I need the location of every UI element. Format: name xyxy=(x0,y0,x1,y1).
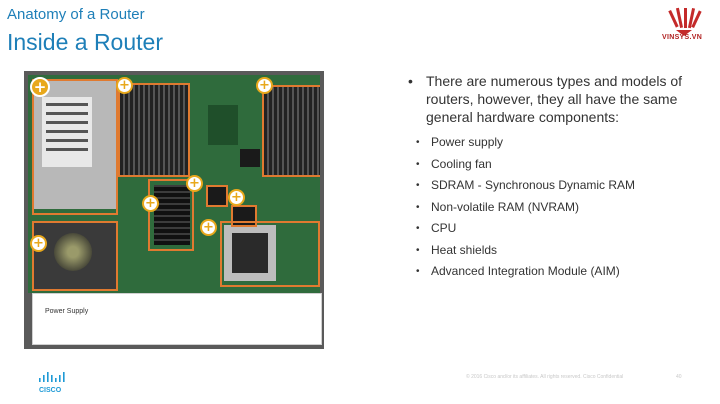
board-chip xyxy=(208,105,238,145)
list-item: SDRAM - Synchronous Dynamic RAM xyxy=(404,175,704,197)
board-chip xyxy=(240,149,260,167)
cooling-fan-component xyxy=(34,221,116,289)
vinsys-logo xyxy=(668,7,702,36)
page-number: 40 xyxy=(676,374,682,380)
board-chip xyxy=(233,207,255,225)
power-supply-component xyxy=(32,79,118,209)
router-photo-panel: + + + + + + + + Power Supply xyxy=(24,71,324,349)
intro-bullet: There are numerous types and models of r… xyxy=(404,72,704,126)
cooling-fan-highlight xyxy=(32,221,118,291)
heat-shield-highlight-right xyxy=(262,85,320,177)
component-caption-box: Power Supply xyxy=(32,293,322,345)
fan-blade-graphic xyxy=(54,233,92,271)
cisco-logo: CISCO xyxy=(39,372,65,394)
heat-shield-highlight-left xyxy=(118,83,190,177)
slide-title: Inside a Router xyxy=(7,29,163,55)
router-board-image: + + + + + + + + xyxy=(28,75,320,293)
list-item: CPU xyxy=(404,218,704,240)
list-item: Power supply xyxy=(404,132,704,154)
heat-shield-right xyxy=(264,87,320,175)
power-supply-highlight xyxy=(32,79,118,215)
vinsys-logo-text: VINSYS.VN xyxy=(662,34,703,41)
list-item: Heat shields xyxy=(404,240,704,262)
hotspot-aim[interactable]: + xyxy=(200,219,217,236)
nvram-highlight xyxy=(206,185,228,207)
component-list: Power supply Cooling fan SDRAM - Synchro… xyxy=(404,132,704,283)
hotspot-heat-shield-right[interactable]: + xyxy=(256,77,273,94)
cisco-wordmark: CISCO xyxy=(39,387,62,394)
copyright-notice: © 2016 Cisco and/or its affiliates. All … xyxy=(466,374,624,380)
list-item: Non-volatile RAM (NVRAM) xyxy=(404,197,704,219)
list-item: Advanced Integration Module (AIM) xyxy=(404,261,704,283)
hotspot-power-supply[interactable]: + xyxy=(30,77,50,97)
heat-shield-left xyxy=(120,83,188,175)
slide-subtitle: Anatomy of a Router xyxy=(7,6,145,23)
hotspot-sdram[interactable]: + xyxy=(142,195,159,212)
hotspot-cooling-fan[interactable]: + xyxy=(30,235,47,252)
sdram-highlight xyxy=(148,179,194,251)
hotspot-heat-shield-left[interactable]: + xyxy=(116,77,133,94)
component-caption: Power Supply xyxy=(45,308,89,315)
aim-highlight xyxy=(220,221,320,287)
nvram-chip xyxy=(208,187,226,205)
content-list: There are numerous types and models of r… xyxy=(404,72,704,283)
list-item: Cooling fan xyxy=(404,154,704,176)
aim-module xyxy=(224,225,276,281)
hotspot-cpu[interactable]: + xyxy=(228,189,245,206)
psu-sticker xyxy=(42,97,92,167)
sdram-module xyxy=(154,185,190,245)
hotspot-nvram[interactable]: + xyxy=(186,175,203,192)
cpu-highlight xyxy=(231,205,257,227)
